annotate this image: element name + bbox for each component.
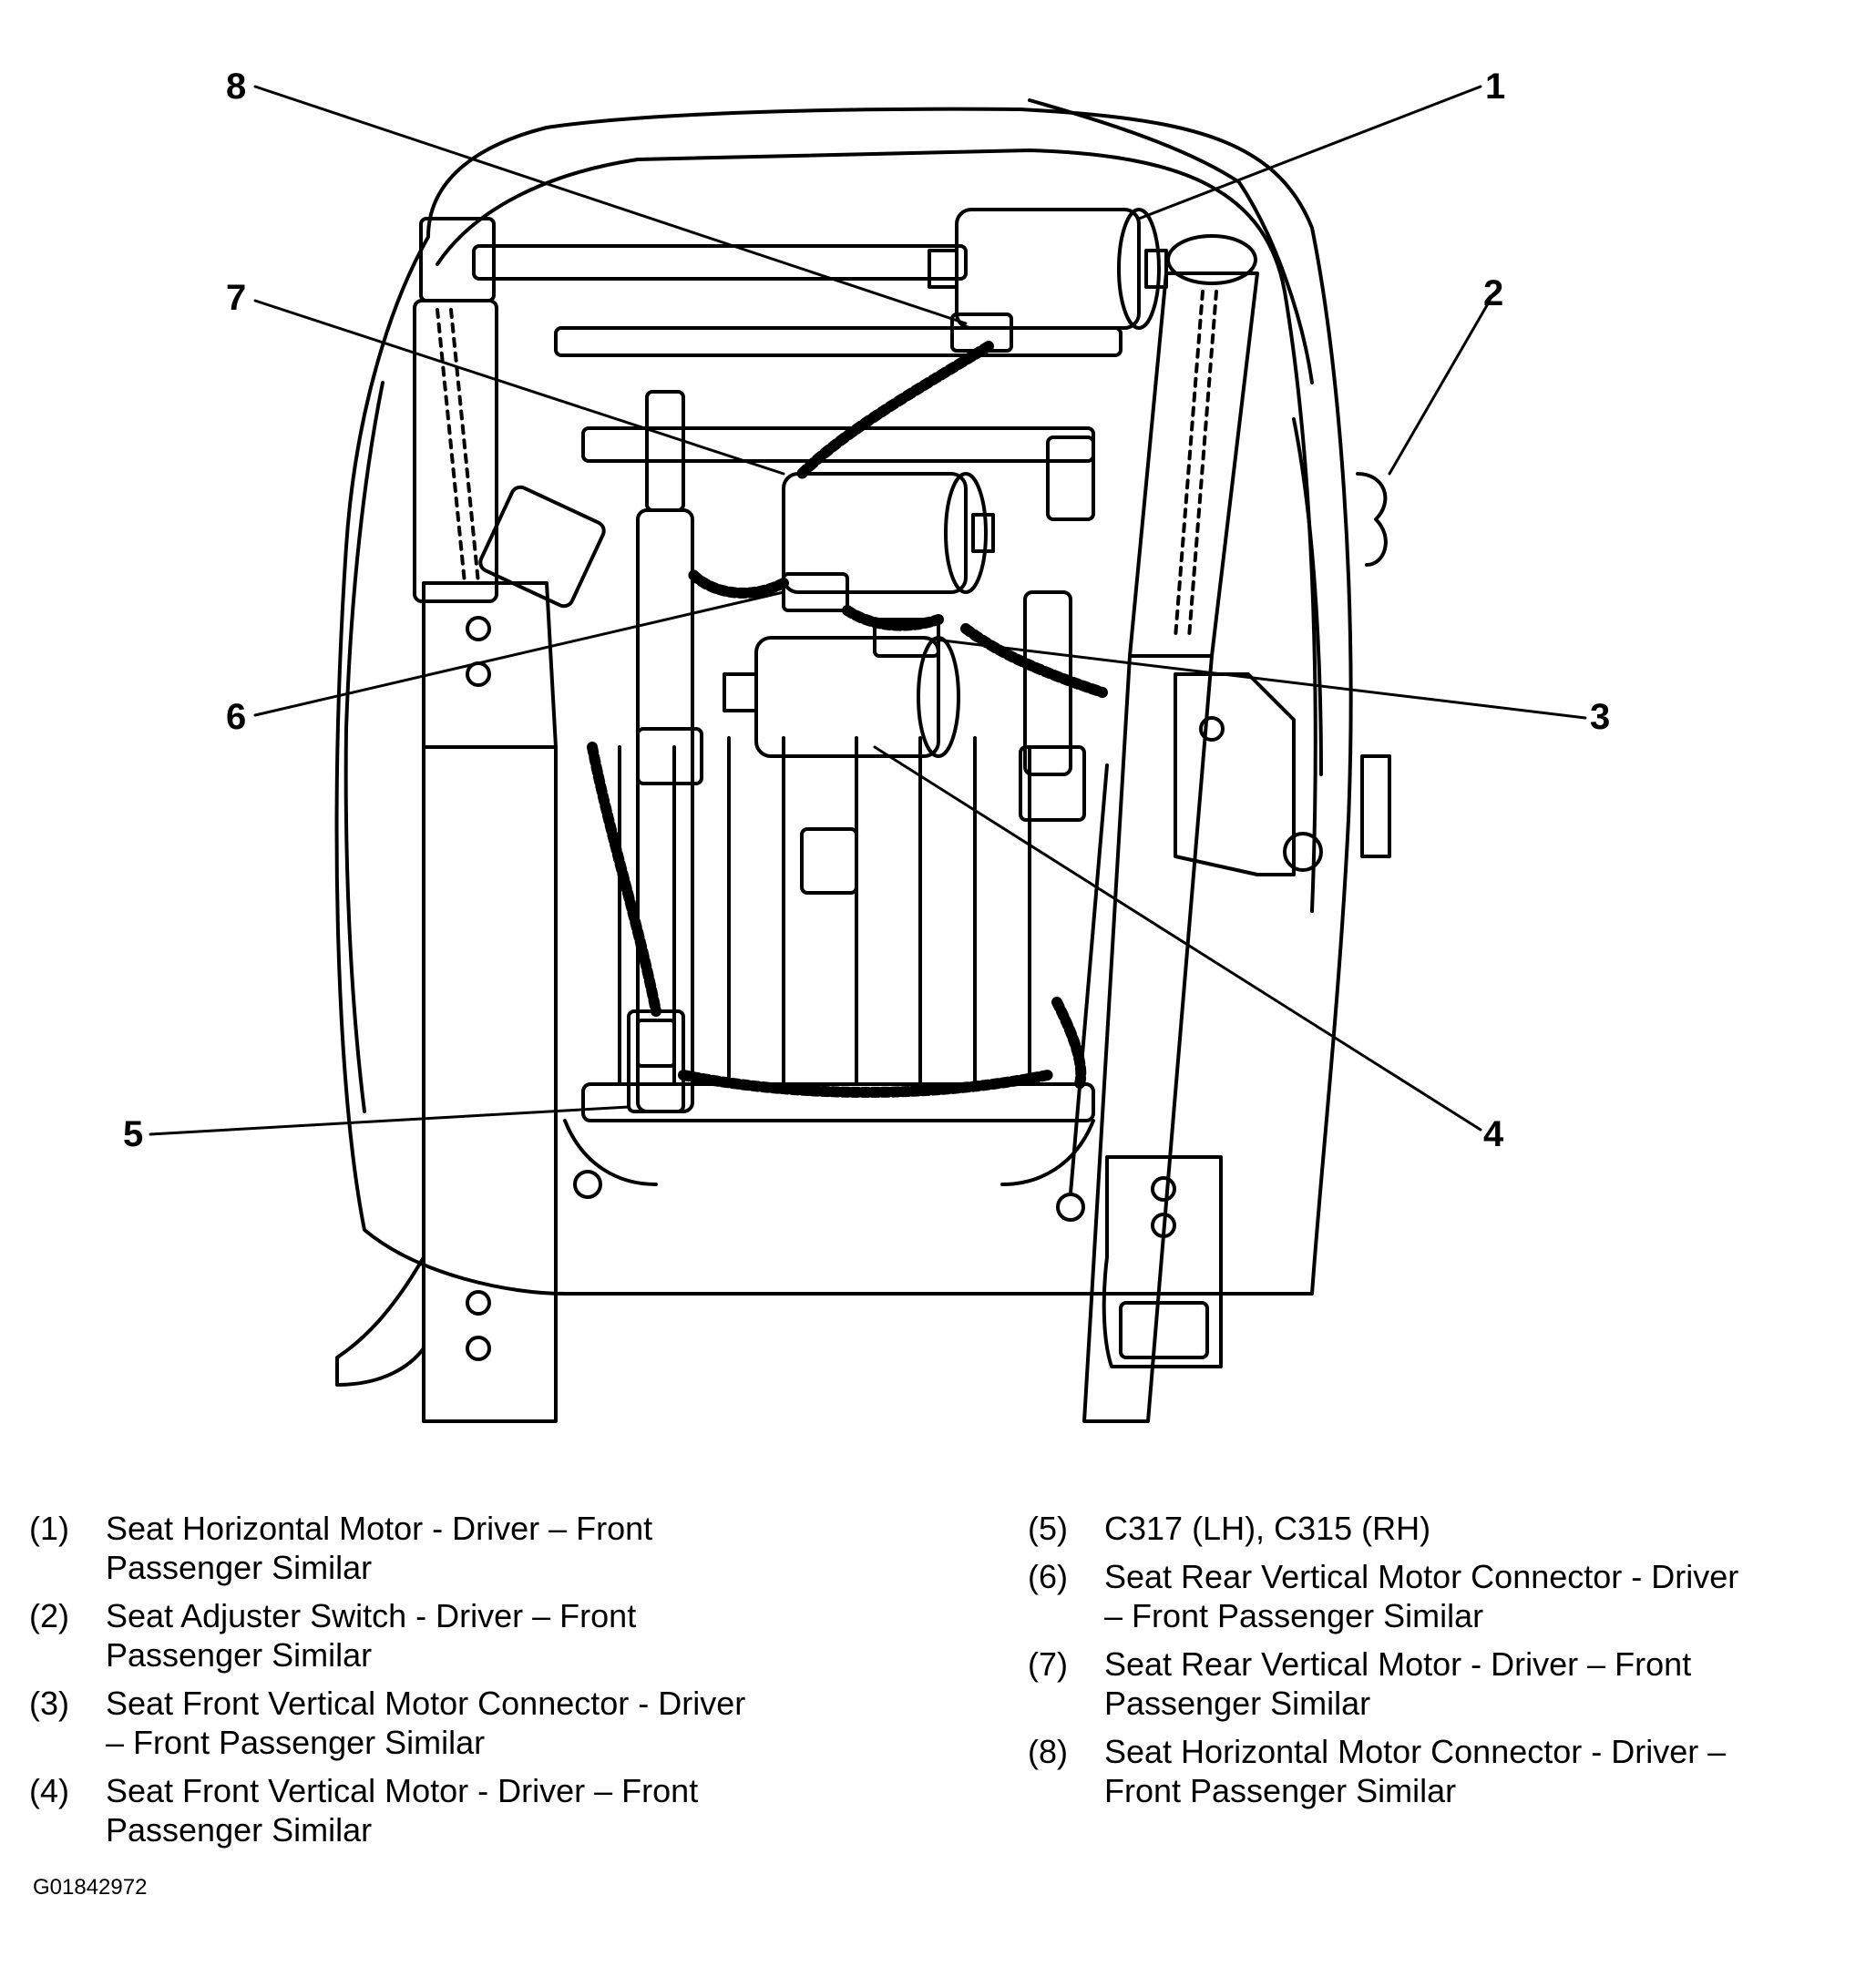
right-post-cap bbox=[1046, 435, 1095, 521]
legend-description: Seat Rear Vertical Motor Connector - Dri… bbox=[1104, 1558, 1739, 1634]
legend-number: (1) bbox=[29, 1510, 69, 1547]
leader-6 bbox=[253, 590, 785, 717]
legend-item-4: (4) Seat Front Vertical Motor - Driver –… bbox=[29, 1771, 959, 1849]
callout-4: 4 bbox=[1483, 1114, 1504, 1154]
figure-code: G01842972 bbox=[33, 1875, 148, 1900]
left-post-cap bbox=[645, 390, 685, 512]
legend-number: (3) bbox=[29, 1685, 69, 1722]
bottom-frame bbox=[581, 1082, 1095, 1122]
wire-harness bbox=[587, 341, 1108, 1098]
right-post-clip bbox=[1019, 745, 1086, 822]
leader-lines bbox=[149, 85, 1587, 1136]
left-track-cap bbox=[419, 217, 496, 302]
right-long-rail bbox=[1082, 654, 1214, 1423]
left-column-upper bbox=[422, 581, 558, 749]
frame-rod-right bbox=[1069, 763, 1109, 1195]
latch-bolt-1 bbox=[1151, 1176, 1176, 1202]
legend-item-5: (5) C317 (LH), C315 (RH) bbox=[1028, 1509, 1848, 1548]
rear-vertical-motor bbox=[782, 472, 968, 594]
frame-ball-left bbox=[573, 1170, 602, 1199]
callout-3: 3 bbox=[1590, 697, 1610, 737]
legend-description: Seat Front Vertical Motor - Driver – Fro… bbox=[106, 1772, 699, 1849]
legend-description: Seat Horizontal Motor Connector - Driver… bbox=[1104, 1733, 1727, 1809]
legend-number: (7) bbox=[1028, 1645, 1068, 1683]
callout-8: 8 bbox=[226, 67, 246, 107]
seat-bolster-right bbox=[1292, 417, 1323, 776]
seat-diagram: 1 2 3 4 5 6 7 8 bbox=[123, 67, 1610, 1423]
front-vertical-motor-shaft bbox=[723, 672, 758, 712]
callout-1: 1 bbox=[1485, 67, 1505, 107]
seat-side-flare bbox=[1028, 98, 1314, 384]
seat-bolster-left bbox=[343, 381, 384, 1113]
top-crossbar bbox=[472, 244, 968, 281]
legend-item-2: (2) Seat Adjuster Switch - Driver – Fron… bbox=[29, 1596, 959, 1675]
legend-item-3: (3) Seat Front Vertical Motor Connector … bbox=[29, 1684, 959, 1762]
right-track-top bbox=[1166, 234, 1257, 285]
leader-1 bbox=[1137, 85, 1482, 220]
leader-2 bbox=[1388, 299, 1492, 476]
legend-item-8: (8) Seat Horizontal Motor Connector - Dr… bbox=[1028, 1732, 1848, 1810]
leader-4 bbox=[873, 745, 1482, 1132]
frame-ball-right bbox=[1056, 1193, 1085, 1222]
horizontal-motor bbox=[955, 208, 1141, 330]
callout-5: 5 bbox=[123, 1114, 143, 1154]
left-column-bolt-3 bbox=[466, 1290, 491, 1316]
leader-8 bbox=[253, 85, 968, 325]
left-track-screw bbox=[436, 308, 480, 585]
horizontal-motor-nub bbox=[1144, 249, 1168, 289]
front-vertical-connector bbox=[873, 618, 940, 658]
left-column-bolt-2 bbox=[466, 661, 491, 687]
legend-description: Seat Adjuster Switch - Driver – Front Pa… bbox=[106, 1597, 637, 1674]
right-track-screw bbox=[1174, 290, 1218, 640]
seat-drawing: 1 2 3 4 5 6 7 8 bbox=[123, 67, 1610, 1423]
leader-3 bbox=[918, 636, 1587, 720]
bottom-frame-curve-left bbox=[563, 1119, 658, 1186]
adjuster-switch bbox=[1356, 472, 1388, 567]
callout-7: 7 bbox=[226, 278, 246, 318]
legend-description: Seat Horizontal Motor - Driver – Front P… bbox=[106, 1510, 653, 1586]
right-bracket-tab bbox=[1360, 754, 1391, 858]
connector-c317-inner bbox=[636, 1019, 676, 1068]
right-bracket-bolt bbox=[1199, 716, 1225, 742]
latch-inner bbox=[1119, 1301, 1209, 1359]
latch-bolt-2 bbox=[1151, 1213, 1176, 1238]
legend-item-1: (1) Seat Horizontal Motor - Driver – Fro… bbox=[29, 1509, 959, 1587]
legend-item-7: (7) Seat Rear Vertical Motor - Driver – … bbox=[1028, 1644, 1848, 1723]
left-column-bolt-4 bbox=[466, 1336, 491, 1361]
legend-right-column: (5) C317 (LH), C315 (RH) (6) Seat Rear V… bbox=[1028, 1509, 1848, 1819]
callout-2: 2 bbox=[1483, 273, 1503, 313]
legend-number: (6) bbox=[1028, 1558, 1068, 1595]
callout-6: 6 bbox=[226, 697, 246, 737]
bottom-frame-curve-right bbox=[1000, 1119, 1095, 1186]
legend-item-6: (6) Seat Rear Vertical Motor Connector -… bbox=[1028, 1557, 1848, 1635]
right-bracket-hole bbox=[1283, 832, 1323, 872]
right-bracket bbox=[1174, 672, 1296, 876]
legend-number: (4) bbox=[29, 1772, 69, 1809]
bottom-right-latch bbox=[1102, 1155, 1223, 1368]
legend-number: (5) bbox=[1028, 1510, 1068, 1547]
left-foot bbox=[335, 1255, 425, 1387]
left-post-clip bbox=[636, 727, 703, 785]
cushion-tab bbox=[800, 827, 858, 895]
legend-number: (2) bbox=[29, 1597, 69, 1634]
rear-vertical-motor-end bbox=[944, 472, 988, 594]
upper-crossbar bbox=[554, 326, 1123, 357]
left-angled-block bbox=[478, 485, 606, 609]
legend-description: Seat Front Vertical Motor Connector - Dr… bbox=[106, 1685, 746, 1761]
cushion-slats bbox=[618, 736, 1031, 1086]
legend-left-column: (1) Seat Horizontal Motor - Driver – Fro… bbox=[29, 1509, 959, 1859]
rear-vertical-motor-nub bbox=[971, 513, 995, 553]
leader-7 bbox=[253, 299, 785, 476]
left-column bbox=[422, 745, 558, 1423]
left-column-bolt-1 bbox=[466, 616, 491, 641]
seat-outer-shell bbox=[334, 107, 1353, 1296]
horizontal-motor-end bbox=[1117, 208, 1161, 330]
horizontal-motor-shaft bbox=[928, 249, 959, 289]
legend-description: C317 (LH), C315 (RH) bbox=[1104, 1510, 1431, 1547]
legend-description: Seat Rear Vertical Motor - Driver – Fron… bbox=[1104, 1645, 1692, 1722]
leader-5 bbox=[149, 1105, 630, 1136]
legend-number: (8) bbox=[1028, 1733, 1068, 1770]
